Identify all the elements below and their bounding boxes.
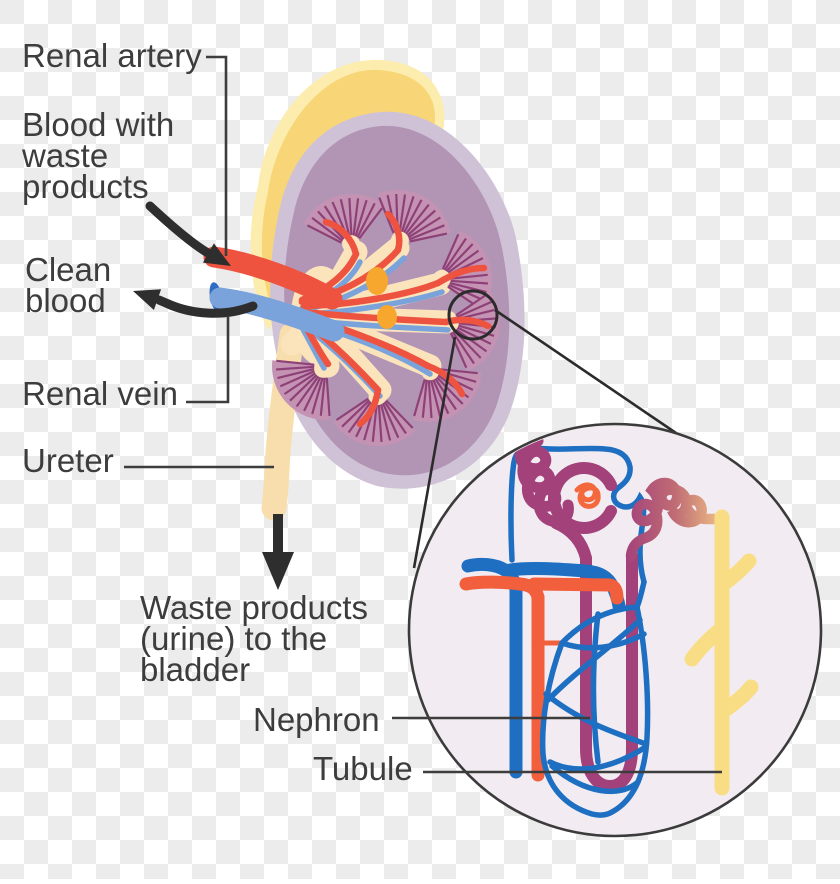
renal-artery-tube [203, 246, 343, 310]
renal-vein-tube [209, 287, 345, 342]
arrowhead-icon [133, 289, 162, 310]
label-tubule: Tubule [313, 750, 413, 787]
renal-artery-connector [206, 55, 228, 256]
label-renal-vein: Renal vein [22, 375, 178, 412]
label-blood-waste-1: Blood with [22, 106, 174, 143]
magnifier-source-circle [447, 289, 499, 341]
arrowhead-icon [262, 552, 294, 590]
label-waste-1: Waste products [140, 589, 368, 626]
kidney-illustration [203, 59, 525, 521]
label-waste-3: bladder [140, 651, 250, 688]
glomerulus [574, 482, 601, 509]
label-ureter: Ureter [22, 442, 114, 479]
label-clean-blood-1: Clean [25, 251, 111, 288]
urine-flow-arrow [262, 514, 294, 590]
nephron-detail [459, 435, 759, 818]
renal-vein-connector [186, 316, 230, 404]
distal-tubule [625, 477, 720, 562]
label-waste-2: (urine) to the [140, 620, 327, 657]
magnifier-tangent-left [412, 336, 457, 569]
magnifier-tangent-right [494, 308, 677, 435]
calyx-dot [377, 305, 397, 329]
collecting-duct [684, 509, 759, 796]
label-blood-waste-2: waste [21, 137, 108, 174]
calyx-dot [366, 267, 388, 295]
label-nephron: Nephron [253, 701, 380, 738]
blood-waste-arrow [145, 201, 231, 266]
arrowhead-icon [202, 243, 231, 266]
proximal-tubule [514, 435, 574, 528]
nephron-artery-pipes [459, 575, 624, 782]
clean-blood-arrow [133, 289, 258, 318]
label-clean-blood-2: blood [25, 282, 106, 319]
label-blood-waste-3: products [22, 168, 149, 205]
label-renal-artery: Renal artery [22, 37, 202, 74]
capillary-network [539, 579, 651, 818]
